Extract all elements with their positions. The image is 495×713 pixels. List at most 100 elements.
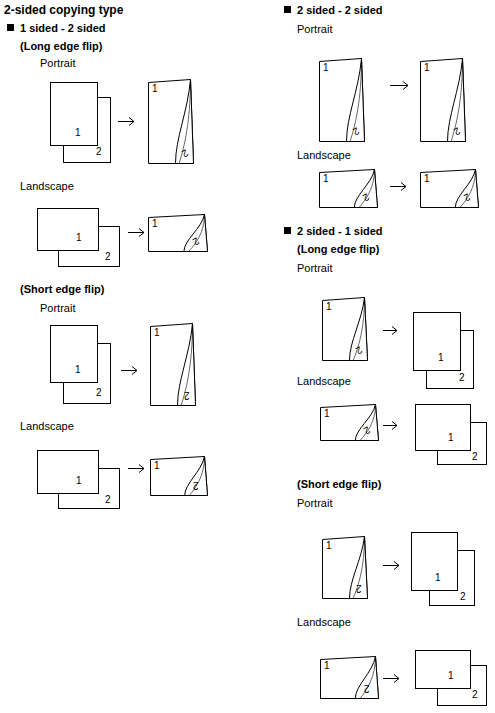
section-heading: 1 sided - 2 sided — [20, 22, 106, 34]
page-curl — [176, 80, 194, 164]
orientation-label: Portrait — [40, 57, 75, 69]
duplex-page — [149, 80, 194, 164]
page-curl — [350, 537, 368, 599]
page-curl — [347, 59, 365, 142]
arrow — [128, 468, 144, 469]
duplex-page — [320, 170, 378, 208]
arrow-head — [139, 229, 144, 237]
page-number: 1 — [448, 671, 454, 681]
section-heading: 2 sided - 2 sided — [297, 4, 383, 16]
arrow-head — [392, 327, 397, 335]
front-page — [51, 83, 98, 146]
page-number: 1 — [154, 328, 160, 338]
front-page — [414, 313, 461, 371]
duplex-page — [321, 405, 379, 441]
arrow — [383, 425, 397, 426]
page-number: 2 — [460, 592, 466, 602]
arrow — [390, 85, 408, 86]
arrow — [383, 565, 399, 566]
page-number: 1 — [76, 476, 82, 486]
orientation-label: Portrait — [297, 23, 332, 35]
arrow-head — [129, 118, 134, 126]
page-number: 1 — [323, 63, 329, 73]
curl-fold — [359, 170, 375, 208]
page-number: 1 — [76, 233, 82, 243]
section-heading: (Short edge flip) — [20, 283, 104, 295]
curl-fold — [350, 59, 361, 142]
arrow-head — [139, 465, 144, 473]
page-curl — [355, 657, 378, 699]
orientation-label: Landscape — [20, 180, 74, 192]
bullet — [7, 24, 14, 31]
page-number: 1 — [438, 353, 444, 363]
duplex-page — [320, 59, 365, 142]
duplex-page — [151, 457, 208, 496]
orientation-label: Portrait — [297, 262, 332, 274]
orientation-label: Portrait — [297, 497, 332, 509]
page-number: 2 — [472, 452, 478, 462]
page-number: 1 — [154, 461, 160, 471]
section-heading: (Long edge flip) — [297, 243, 379, 255]
curl-fold — [460, 170, 476, 208]
page-number: 2 — [364, 683, 370, 693]
section-heading: (Short edge flip) — [297, 478, 381, 490]
page-number: 1 — [324, 661, 330, 671]
arrow-head — [403, 82, 408, 90]
page-number: 1 — [152, 219, 158, 229]
front-page — [416, 405, 471, 451]
duplex-page — [149, 215, 208, 252]
page-curl — [355, 405, 378, 441]
page-curl — [350, 298, 368, 361]
curl-fold — [360, 405, 376, 441]
arrow — [383, 678, 399, 679]
orientation-label: Landscape — [20, 420, 74, 432]
page-curl — [178, 324, 196, 406]
page-number: 2 — [193, 480, 199, 490]
orientation-label: Landscape — [297, 375, 351, 387]
page-curl — [455, 170, 478, 208]
curl-fold — [189, 457, 204, 496]
page-curl — [354, 170, 377, 208]
arrow — [390, 186, 406, 187]
orientation-label: Portrait — [40, 302, 75, 314]
arrow — [118, 121, 134, 122]
page-curl — [185, 457, 208, 496]
duplex-page — [321, 657, 379, 699]
arrow-head — [401, 183, 406, 191]
duplex-page — [421, 59, 466, 142]
page-number: 2 — [96, 388, 102, 398]
page-number: 2 — [96, 147, 102, 157]
curl-fold — [451, 59, 462, 142]
page-number: 1 — [326, 541, 332, 551]
page-number: 1 — [424, 63, 430, 73]
arrow — [128, 232, 144, 233]
page-title: 2-sided copying type — [4, 4, 123, 17]
curl-fold — [353, 298, 364, 361]
section-heading: (Long edge flip) — [20, 40, 102, 52]
arrow-head — [132, 367, 137, 375]
page-number: 2 — [105, 495, 111, 505]
duplex-page — [323, 298, 368, 361]
bullet — [284, 227, 291, 234]
duplex-page — [323, 537, 368, 599]
page-number: 2 — [356, 583, 362, 593]
curl-fold — [353, 537, 364, 599]
page-number: 2 — [472, 690, 478, 700]
section-heading: 2 sided - 1 sided — [297, 225, 383, 237]
orientation-label: Landscape — [297, 616, 351, 628]
page-number: 2 — [459, 373, 465, 383]
front-page — [38, 451, 99, 494]
curl-fold — [179, 80, 190, 164]
curl-fold — [360, 657, 376, 699]
arrow-head — [392, 422, 397, 430]
curl-fold — [189, 215, 205, 252]
page-curl — [184, 215, 208, 252]
page-number: 1 — [448, 433, 454, 443]
front-page — [416, 651, 471, 689]
duplex-page — [421, 170, 479, 208]
curl-fold — [181, 324, 192, 406]
duplex-page — [151, 324, 196, 406]
orientation-label: Landscape — [297, 149, 351, 161]
page-curl — [448, 59, 466, 142]
